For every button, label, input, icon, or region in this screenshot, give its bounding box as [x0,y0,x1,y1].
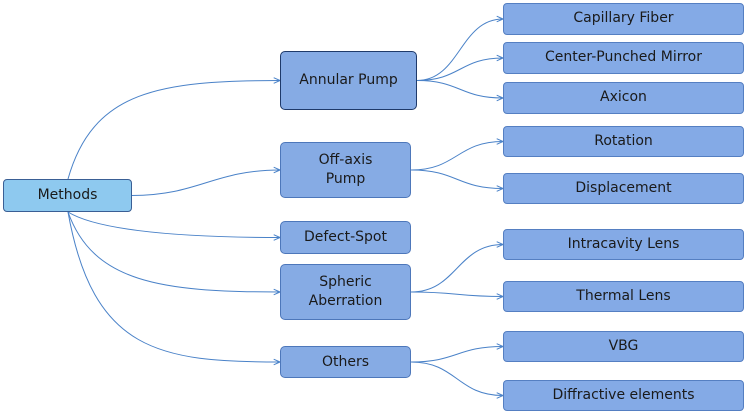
root-node-methods: Methods [3,179,132,212]
leaf-node-intracavity-lens: Intracavity Lens [503,229,744,260]
category-label-annular-pump: Annular Pump [299,72,398,89]
category-node-annular-pump: Annular Pump [280,51,417,110]
connector-annular-to-leaf-2 [416,80,503,99]
connector-root-to-annular [67,81,280,180]
leaf-label-center-punched-mirror: Center-Punched Mirror [545,49,702,65]
connector-spheric-to-leaf-1 [410,291,503,297]
connector-root-to-offaxis [131,170,280,196]
connector-root-to-spheric [67,211,280,292]
leaf-node-center-punched-mirror: Center-Punched Mirror [503,42,744,74]
connector-annular-to-leaf-1 [416,58,503,81]
leaf-node-capillary-fiber: Capillary Fiber [503,3,744,35]
leaf-label-rotation: Rotation [594,133,653,149]
category-label-others: Others [321,353,370,370]
leaf-node-thermal-lens: Thermal Lens [503,281,744,312]
leaf-label-axicon: Axicon [600,89,647,105]
root-node-label: Methods [37,187,98,204]
category-label-off-axis-pump: Off-axis Pump [318,152,373,187]
category-node-spheric-aberration: Spheric Aberration [280,264,411,320]
leaf-label-displacement: Displacement [575,180,672,196]
leaf-node-rotation: Rotation [503,126,744,157]
connector-others-to-leaf-1 [410,361,503,396]
connector-annular-to-leaf-0 [416,19,503,81]
leaf-label-diffractive-elements: Diffractive elements [552,387,695,403]
leaf-label-vbg: VBG [608,338,639,354]
connector-offaxis-to-leaf-1 [410,169,503,189]
leaf-label-capillary-fiber: Capillary Fiber [573,10,674,26]
connector-offaxis-to-leaf-0 [410,142,503,171]
connector-root-to-others [67,211,280,362]
connector-others-to-leaf-0 [410,347,503,363]
category-node-off-axis-pump: Off-axis Pump [280,142,411,198]
category-node-others: Others [280,346,411,378]
leaf-node-vbg: VBG [503,331,744,362]
leaf-node-diffractive-elements: Diffractive elements [503,380,744,411]
connector-spheric-to-leaf-0 [410,245,503,293]
leaf-node-axicon: Axicon [503,82,744,114]
leaf-label-intracavity-lens: Intracavity Lens [567,236,680,252]
category-label-defect-spot: Defect-Spot [303,229,387,246]
connector-root-to-defect [67,211,280,238]
leaf-node-displacement: Displacement [503,173,744,204]
category-node-defect-spot: Defect-Spot [280,221,411,254]
category-label-spheric-aberration: Spheric Aberration [308,274,383,309]
leaf-label-thermal-lens: Thermal Lens [576,288,671,304]
